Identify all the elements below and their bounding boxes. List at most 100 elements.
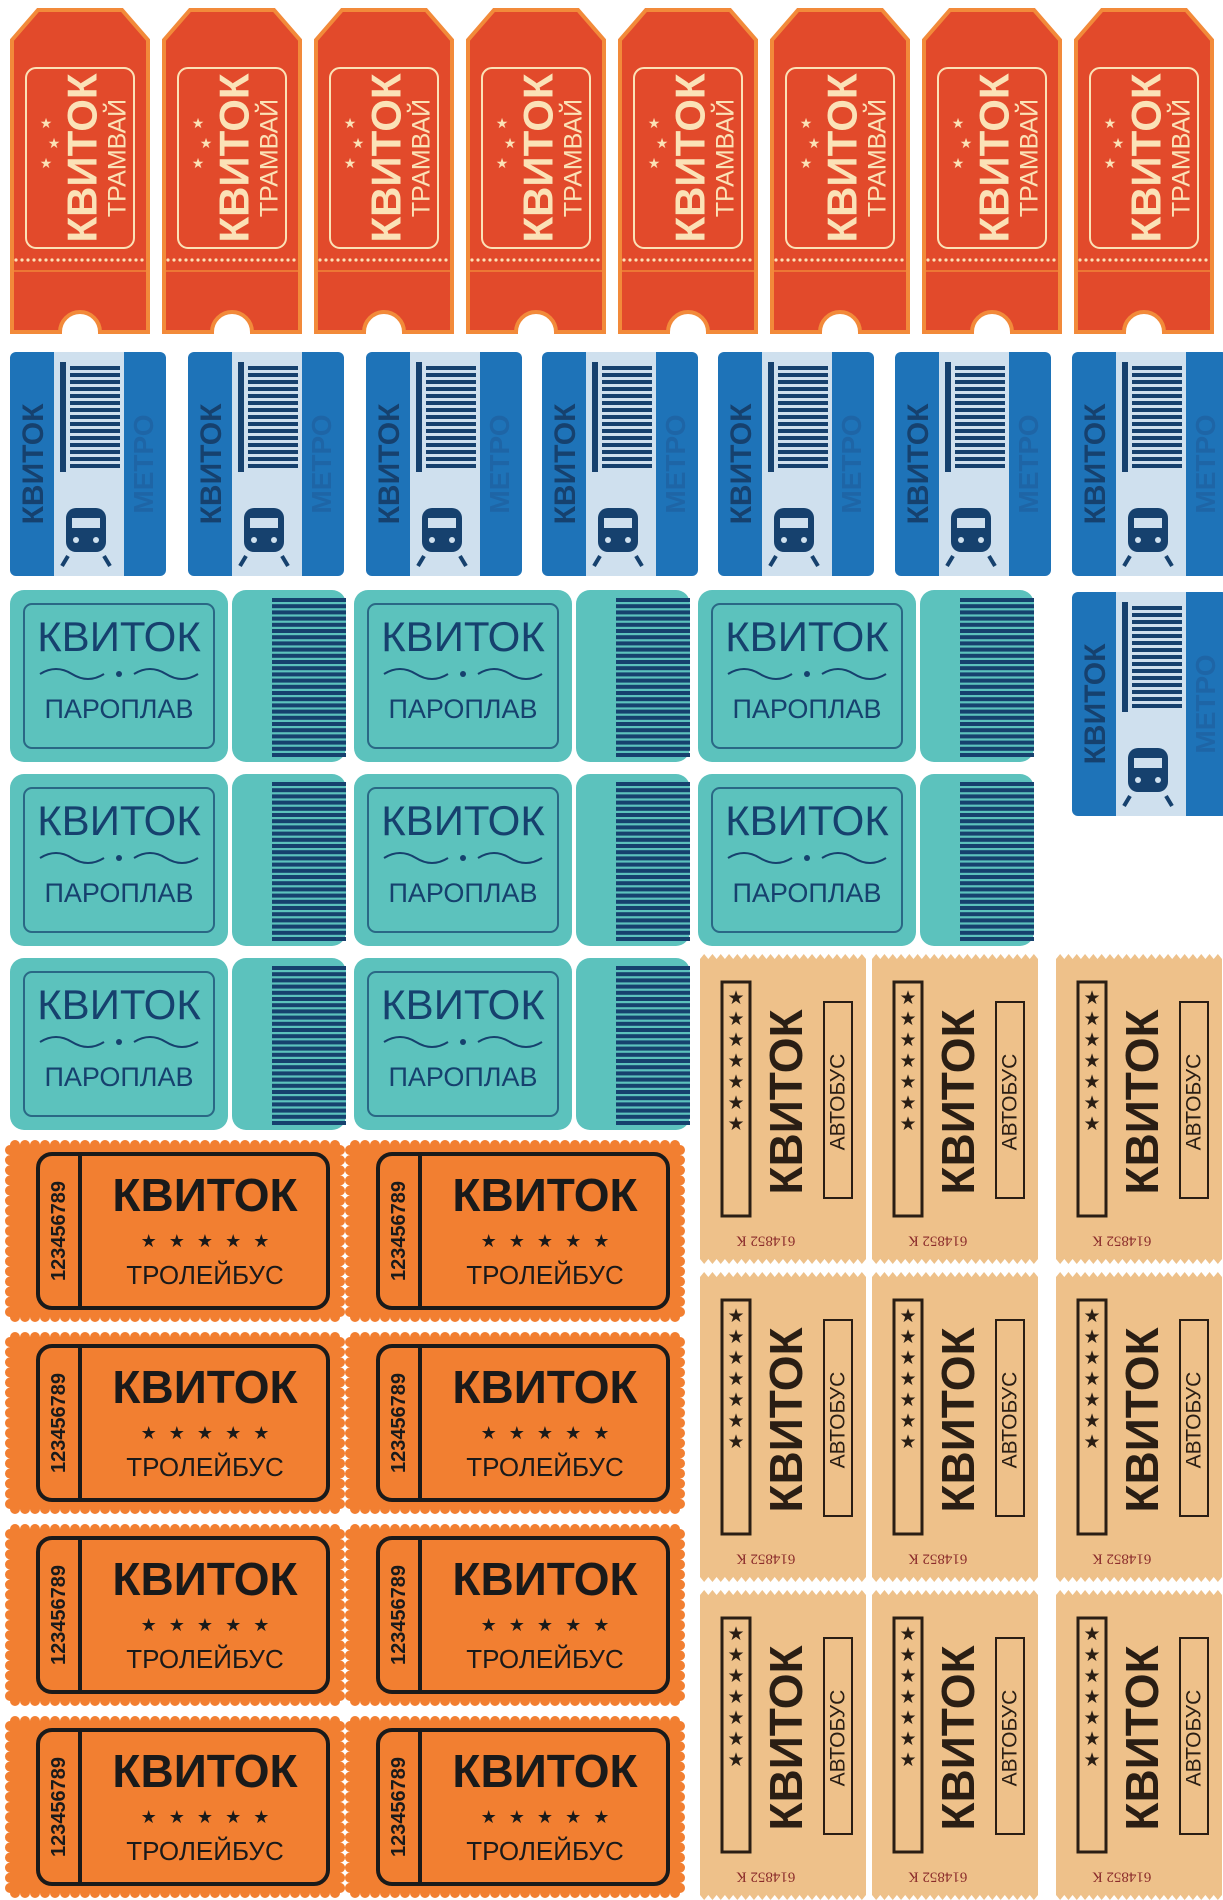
star-icon: ★★★★★ <box>140 1807 282 1827</box>
barcode-icon <box>60 362 120 472</box>
serial-number: 614852 К <box>908 1550 968 1567</box>
transport-label: ТРАМВАЙ <box>1167 98 1196 218</box>
ticket-word: КВИТОК <box>1116 1645 1168 1831</box>
serial-number: 614852 К <box>1092 1868 1152 1885</box>
ticket-word: КВИТОК <box>760 1327 812 1513</box>
transport-label: МЕТРО <box>660 414 691 514</box>
ticket-number: 123456789 <box>388 1180 410 1282</box>
transport-label: ТРОЛЕЙБУС <box>126 1260 284 1290</box>
transport-label: АВТОБУС <box>826 1689 850 1787</box>
ticket-word: КВИТОК <box>112 1553 298 1605</box>
transport-label: ТРОЛЕЙБУС <box>126 1452 284 1482</box>
star-icon: ★ <box>960 135 973 151</box>
transport-label: АВТОБУС <box>826 1053 850 1151</box>
transport-label: ПАРОПЛАВ <box>388 694 538 724</box>
ticket-number: 123456789 <box>48 1564 70 1666</box>
ticket-word: КВИТОК <box>452 1745 638 1797</box>
transport-label: ТРОЛЕЙБУС <box>466 1644 624 1674</box>
transport-label: ПАРОПЛАВ <box>44 878 194 908</box>
train-icon <box>238 508 290 568</box>
ticket-word: КВИТОК <box>17 403 50 525</box>
serial-number: 614852 К <box>1092 1550 1152 1567</box>
ticket-word: КВИТОК <box>58 73 106 243</box>
star-icon: ★ <box>800 155 813 171</box>
train-icon <box>1122 748 1174 808</box>
ticket-word: КВИТОК <box>725 613 889 660</box>
transport-label: ПАРОПЛАВ <box>44 694 194 724</box>
transport-label: МЕТРО <box>128 414 159 514</box>
ticket-word: КВИТОК <box>932 1645 984 1831</box>
star-icon: ★ ★ ★ ★ ★ ★ ★ <box>1083 1306 1101 1453</box>
star-icon: ★ <box>808 135 821 151</box>
transport-label: МЕТРО <box>1013 414 1044 514</box>
barcode-icon <box>616 966 690 1125</box>
transport-label: ПАРОПЛАВ <box>44 1062 194 1092</box>
ticket-word: КВИТОК <box>902 403 935 525</box>
ticket-word: КВИТОК <box>932 1009 984 1195</box>
ticket-word: КВИТОК <box>760 1009 812 1195</box>
ticket-word: КВИТОК <box>373 403 406 525</box>
train-icon <box>945 508 997 568</box>
barcode-icon <box>616 598 690 757</box>
ticket-word: КВИТОК <box>725 797 889 844</box>
transport-label: МЕТРО <box>836 414 867 514</box>
barcode-icon <box>272 598 346 757</box>
ticket-word: КВИТОК <box>452 1553 638 1605</box>
barcode-icon <box>960 782 1034 941</box>
star-icon: ★★★★★ <box>140 1231 282 1251</box>
transport-label: ПАРОПЛАВ <box>732 694 882 724</box>
transport-label: ТРОЛЕЙБУС <box>126 1644 284 1674</box>
star-icon: ★★★★★ <box>140 1615 282 1635</box>
barcode-icon <box>768 362 828 472</box>
star-icon: ★★★★★ <box>480 1615 622 1635</box>
steam-ticket: КВИТОК ПАРОПЛАВ <box>698 590 1034 762</box>
transport-label: МЕТРО <box>484 414 515 514</box>
ticket-word: КВИТОК <box>1116 1327 1168 1513</box>
star-icon: ★ <box>352 135 365 151</box>
transport-label: АВТОБУС <box>998 1053 1022 1151</box>
ticket-number: 123456789 <box>388 1372 410 1474</box>
ticket-word: КВИТОК <box>1116 1009 1168 1195</box>
ticket-word: КВИТОК <box>362 73 410 243</box>
ticket-word: КВИТОК <box>112 1169 298 1221</box>
transport-label: ТРАМВАЙ <box>559 98 588 218</box>
star-icon: ★ ★ ★ ★ ★ ★ ★ <box>1083 988 1101 1135</box>
star-icon: ★ <box>648 155 661 171</box>
metro-ticket: КВИТОК МЕТРО <box>10 352 166 576</box>
star-icon: ★★★★★ <box>480 1807 622 1827</box>
serial-number: 614852 К <box>1092 1232 1152 1249</box>
ticket-number: 123456789 <box>388 1564 410 1666</box>
ticket-word: КВИТОК <box>970 73 1018 243</box>
train-icon <box>768 508 820 568</box>
barcode-icon <box>1122 362 1182 472</box>
transport-label: ТРОЛЕЙБУС <box>126 1836 284 1866</box>
transport-label: ТРАМВАЙ <box>711 98 740 218</box>
transport-label: ТРОЛЕЙБУС <box>466 1452 624 1482</box>
ticket-word: КВИТОК <box>452 1361 638 1413</box>
transport-label: ТРАМВАЙ <box>103 98 132 218</box>
transport-label: ТРАМВАЙ <box>255 98 284 218</box>
star-icon: ★ <box>1112 135 1125 151</box>
barcode-icon <box>272 966 346 1125</box>
transport-label: АВТОБУС <box>998 1371 1022 1469</box>
